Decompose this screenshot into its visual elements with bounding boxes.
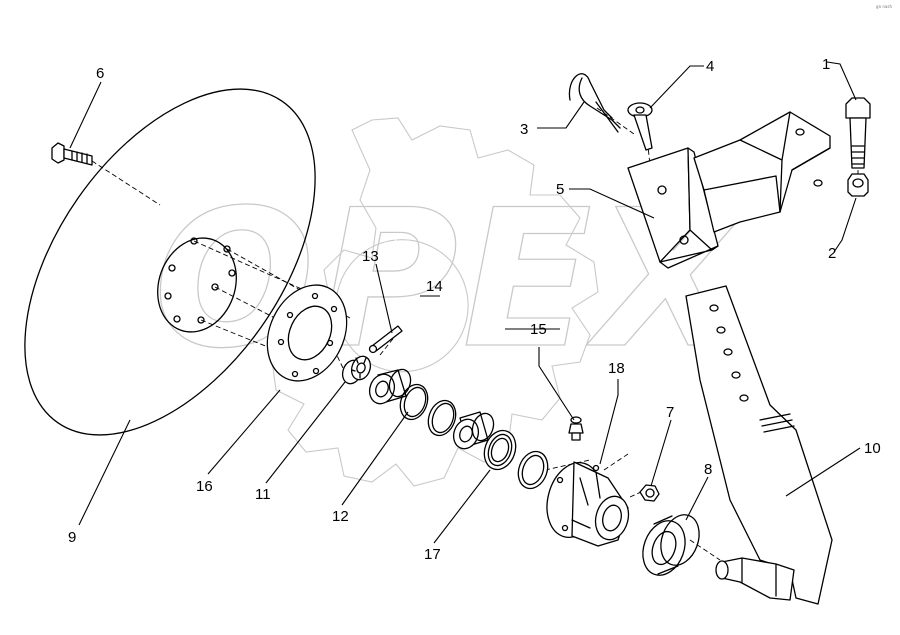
part-4-pin [627,102,653,151]
callout-9: 9 [68,529,76,546]
callout-16: 16 [196,478,213,495]
part-16-flange-plate [266,284,348,382]
callout-1: 1 [822,56,830,73]
part-17-seal-b [517,450,549,490]
callout-8: 8 [704,461,712,478]
part-17-seal-a [483,429,517,471]
arm-holes [709,304,749,402]
callout-2: 2 [828,245,836,262]
part-14-bearing-a [368,368,412,405]
callout-6: 6 [96,65,104,82]
callout-3: 3 [520,121,528,138]
part-9-disc [24,88,316,436]
part-14-bearing-b [452,411,495,450]
part-2-nut [847,173,869,197]
part-6-bolt [51,142,161,206]
callout-18: 18 [608,360,625,377]
callout-17: 17 [424,546,441,563]
callout-12: 12 [332,508,349,525]
part-3-spring-clip [568,73,621,133]
part-12-ring-b [427,399,457,437]
callout-5: 5 [556,181,564,198]
part-15-grease-nipple [568,416,584,441]
disc-bolt-holes [164,237,236,324]
callout-13: 13 [362,248,379,265]
part-1-bolt [845,97,871,169]
part-13-pin [368,325,403,354]
part-5-mount-bracket [627,111,831,269]
callout-7: 7 [666,404,674,421]
callout-10: 10 [864,440,881,457]
callout-11: 11 [255,486,271,503]
callout-labels: 1 2 3 4 5 6 7 8 9 10 11 12 13 14 15 16 1… [68,56,881,563]
part-18-hub [546,461,630,547]
callout-4: 4 [706,58,714,75]
part-12-ring-a [399,383,429,421]
leader-lines [69,61,861,544]
corner-mark: gn nash [876,4,892,9]
callout-15: 15 [530,321,547,338]
callout-14: 14 [426,278,443,295]
part-11-castle-nut [341,355,372,385]
part-7-nut [639,484,660,502]
part-10-arm [685,285,833,605]
part-8-outer-seal [642,514,700,576]
